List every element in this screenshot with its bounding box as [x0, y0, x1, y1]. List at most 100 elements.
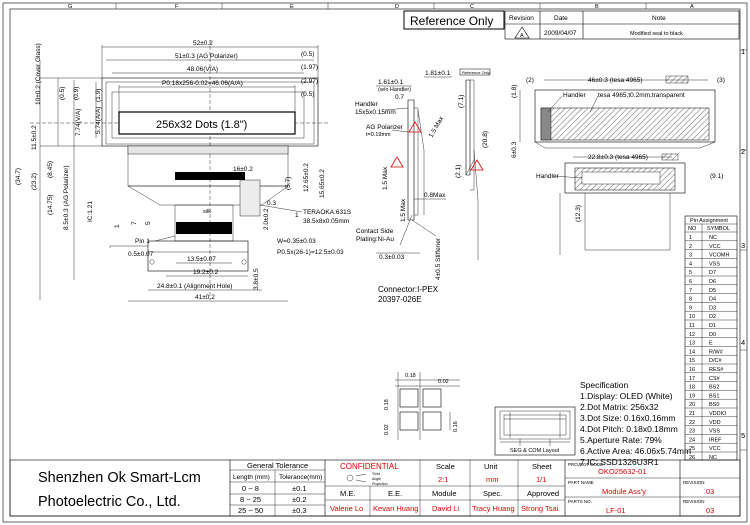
pin-number: 20: [689, 402, 695, 408]
pin-symbol: BS1: [709, 393, 719, 399]
spec-item-3: 3.Dot Size: 0.16x0.16mm: [580, 413, 675, 423]
dim-0303: 0.3±0.03: [379, 254, 405, 261]
dim-18: (1.8): [511, 85, 518, 98]
pin-symbol: VCOMH: [709, 253, 730, 259]
pin-number: 13: [689, 341, 695, 347]
dim-181: 1.81±0.1: [425, 70, 451, 77]
side-ref-tag: Reference Only: [462, 70, 490, 75]
pixel-4: [422, 411, 442, 431]
scale-value: 2:1: [438, 475, 448, 484]
spec-item-6: 6.Active Area: 46.06x5.74mm: [580, 446, 691, 456]
dim-tesa-width: 46±0.3 (tesa 4965): [588, 77, 643, 84]
unit-value: mm: [486, 475, 499, 484]
fpc-contacts: [176, 222, 232, 234]
warning-triangle-2: [390, 156, 404, 168]
revision-label-1: REVISION: [683, 480, 705, 485]
dim-aa-width: P0.18x256-0.02=46.06(A/A): [162, 80, 243, 87]
projection-label: Projection: [372, 482, 388, 486]
dim-115: 11.5±0.2: [31, 125, 38, 150]
pin-header-symbol: SYMBOL: [707, 226, 730, 232]
spec-item-5: 5.Aperture Rate: 79%: [580, 435, 662, 445]
tol-header-tolerance: Tolerance(mm): [279, 474, 322, 481]
grid-row-5: 5: [741, 431, 745, 440]
pixel-016: 0.16: [453, 421, 459, 432]
pin-number: 7: [689, 288, 692, 294]
seg-com-label: SEG & COM Layout: [510, 448, 560, 454]
dim-1: 1: [114, 224, 121, 228]
parts-no: LF-01: [606, 506, 626, 515]
general-tolerance: General Tolerance: [247, 461, 308, 470]
grid-col-g: G: [68, 4, 72, 10]
company-line-1: Shenzhen Ok Smart-Lcm: [38, 470, 201, 486]
pin-number: 17: [689, 376, 695, 382]
pin1-label: Pin 1: [135, 238, 150, 245]
pin-number: 26: [689, 455, 695, 461]
dim-161: 1.61±0.1: [378, 79, 404, 86]
pin-number: 11: [689, 323, 695, 329]
third-label: Third: [372, 472, 380, 476]
pin-number: 9: [689, 305, 692, 311]
revision-date: 2009/04/07: [544, 30, 577, 37]
spec-item-4: 4.Dot Pitch: 0.18x0.18mm: [580, 424, 678, 434]
ag-polarizer-label: AG Polarizer: [366, 124, 404, 131]
specification: Specification 1.Display: OLED (White) 2.…: [580, 380, 691, 467]
angle-label: Angle: [372, 477, 381, 481]
company-line-2: Photoelectric Co., Ltd.: [38, 494, 181, 510]
dim-123: (12.3): [575, 205, 582, 222]
grid-col-a: A: [690, 4, 694, 10]
date-header: Date: [554, 15, 568, 22]
dim-3: (3): [717, 77, 725, 84]
dim-1565: 15.65±0.2: [319, 169, 326, 198]
dim-38: 3.8±0.5: [253, 268, 260, 290]
part-name-label: PART NAME: [568, 480, 594, 485]
max-15-c: 1.5 Max: [400, 198, 407, 222]
dim-845: (8.45): [47, 161, 54, 178]
pixel-018-top: 0.18: [405, 373, 416, 379]
tol-header-length: Length (mm): [233, 474, 270, 481]
pin-number: 10: [689, 314, 695, 320]
sheet-label: Sheet: [532, 462, 553, 471]
connector-label: Connector:I-PEX: [378, 285, 439, 294]
warning-triangle-1: [408, 121, 422, 133]
ee-label: E.E.: [388, 489, 402, 498]
max-15-a: 1.5 Max: [428, 115, 446, 139]
parts-no-label: PARTS NO.: [568, 499, 592, 504]
dim-774-va: 7.74(V/A): [75, 109, 82, 136]
dim-135: 13.5±0.07: [187, 256, 216, 263]
pixel-002-left: 0.02: [384, 424, 390, 435]
teraoka-tape: [239, 179, 261, 217]
scale-label: Scale: [436, 462, 455, 471]
spec-value: Tracy Huang: [472, 504, 515, 513]
dim-19: (1.9): [95, 89, 102, 102]
module-value: David Li: [432, 504, 459, 513]
revision-block: Reference Only Revision Date Note A 2009…: [403, 10, 740, 40]
pin-symbol: D4: [709, 297, 716, 303]
project-code: OKO25632-01: [598, 467, 646, 476]
spec-label: Spec.: [483, 489, 502, 498]
dim-polarizer-width: 51±0.3 (AG Polarizer): [175, 53, 238, 60]
pin-number: 23: [689, 429, 695, 435]
grid-col-f: F: [175, 4, 179, 10]
pin-symbol: RES#: [709, 367, 724, 373]
dim-603: 6±0.3: [511, 141, 518, 158]
max-15-b: 1.5 Max: [382, 166, 389, 190]
revision-header: Revision: [509, 15, 534, 22]
pixel-002-top: 0.02: [438, 379, 449, 385]
sheet-value: 1/1: [536, 475, 546, 484]
contact-side: Contact Side: [356, 228, 394, 235]
dots-label: 256x32 Dots (1.8"): [156, 119, 247, 131]
dim-232: (23.2): [31, 173, 38, 190]
ag-thickness: t=0.19mm: [366, 132, 391, 138]
dim-57: (5.7): [285, 177, 292, 190]
dim-1475: (14.75): [47, 194, 54, 215]
tol-row-1-tol: ±0.1: [292, 484, 307, 493]
dim-outline-width: 52±0.2: [193, 40, 213, 47]
pin-symbol: E: [709, 341, 713, 347]
pin-number: 15: [689, 358, 695, 364]
pin-symbol: VCC: [709, 244, 721, 250]
tol-row-3-tol: ±0.3: [292, 506, 307, 515]
teraoka-label: TERAOKA:631S: [303, 209, 352, 216]
note-header: Note: [652, 15, 666, 22]
